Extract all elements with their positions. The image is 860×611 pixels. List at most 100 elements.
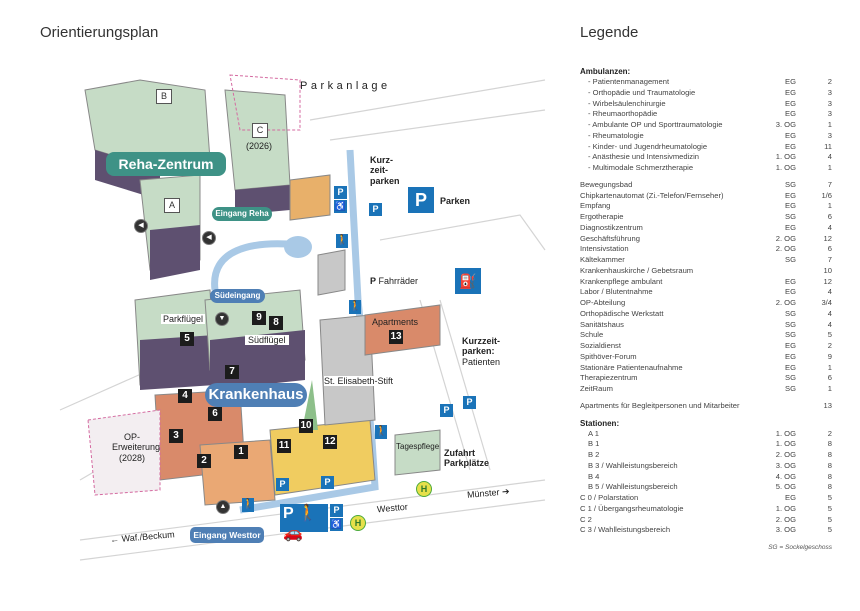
legend-number: 3/4 <box>821 298 832 307</box>
building-5-marker: 5 <box>180 332 194 346</box>
legend-floor: EG <box>785 141 796 151</box>
legend-floor: SG <box>785 212 796 221</box>
kurzzeit-line1: Kurz- <box>370 155 393 165</box>
st-elisabeth-stift-label: St. Elisabeth-Stift <box>324 376 394 387</box>
legend-number: 5 <box>827 514 832 524</box>
legend-name: Geschäftsführung <box>580 233 640 243</box>
building-4-marker: 4 <box>178 389 192 403</box>
legend-number: 2 <box>827 428 832 438</box>
drop-off-p: P 🚶🚗 <box>283 505 318 542</box>
legend-name: - Anästhesie und Intensivmedizin <box>588 152 700 162</box>
legend-note: SG = Sockelgeschoss <box>768 544 832 551</box>
eingang-reha-label: Eingang Reha <box>212 207 272 221</box>
kzp-line1: Kurzzeit- <box>462 336 500 346</box>
pedestrian-icon: 🚶 <box>375 425 388 439</box>
parking-icon: P <box>463 396 476 409</box>
legend-name: B 2 <box>588 450 600 459</box>
legend-floor: 3. OG <box>775 460 796 470</box>
legend-name: Bewegungsbad <box>580 179 633 189</box>
legend-floor: SG <box>785 319 796 329</box>
legend-floor: EG <box>785 98 796 108</box>
legend-floor: SG <box>785 179 796 189</box>
legend-title: Legende <box>580 24 639 41</box>
fahrraeder-label: P Fahrräder <box>370 276 418 286</box>
legend-number: 12 <box>823 276 832 286</box>
legend-name: Ergotherapie <box>580 212 624 221</box>
legend-number: 1 <box>827 201 832 211</box>
legend-name: B 3 / Wahlleistungsbereich <box>588 460 678 470</box>
building-6-marker: 6 <box>208 407 222 421</box>
legend-floor: EG <box>785 493 796 502</box>
legend-number: 8 <box>827 439 832 449</box>
legend-name: - Kinder- und Jugendrheumatologie <box>588 141 708 151</box>
reha-buildings <box>84 74 301 280</box>
legend-floor: SG <box>785 255 796 264</box>
legend-floor: SG <box>785 330 796 340</box>
legend-name: C 3 / Wahlleistungsbereich <box>580 525 671 535</box>
legend-floor: 4. OG <box>775 471 796 481</box>
legend-number: 4 <box>827 152 832 162</box>
bike-p: P <box>370 276 377 286</box>
legend-name: OP-Abteilung <box>580 298 626 307</box>
legend-floor: 2. OG <box>775 233 796 243</box>
eingang-westtor-label: Eingang Westtor <box>190 527 264 543</box>
legend-number: 4 <box>827 287 832 297</box>
park-label: Parkanlage <box>300 80 391 92</box>
parking-icon: P <box>321 476 334 489</box>
legend-name: Empfang <box>580 201 611 211</box>
kurzzeitparken-patienten-label: Kurzzeit-parken:Patienten <box>462 336 500 367</box>
reha-zentrum-label: Reha-Zentrum <box>106 152 226 176</box>
legend-floor: EG <box>785 109 796 119</box>
legend-floor: EG <box>785 87 796 97</box>
building-11-marker: 11 <box>277 439 291 453</box>
legend-number: 1 <box>827 120 832 129</box>
legend-floor: 2. OG <box>775 244 796 254</box>
legend-name: Krankenhauskirche / Gebetsraum <box>580 265 694 275</box>
legend-name: B 1 <box>588 439 600 449</box>
pedestrian-icon: 🚶 <box>242 498 255 512</box>
parking-icon: P <box>276 478 289 491</box>
apartments-label: Apartments <box>372 317 419 327</box>
legend-number: 3 <box>827 130 832 140</box>
legend-floor: EG <box>785 341 796 350</box>
bus-stop-icon: H <box>416 481 432 497</box>
max-15-min-label: max. 15 min. <box>286 545 322 551</box>
parking-icon: P <box>330 504 343 517</box>
legend-number: 8 <box>827 450 832 459</box>
parking-large-icon: P <box>408 187 434 213</box>
legend-name: Krankenpflege ambulant <box>580 276 663 286</box>
suedfluegel-label: Südflügel <box>245 335 289 346</box>
accessible-parking-icon: ♿ <box>334 200 347 213</box>
legend-number: 8 <box>827 460 832 470</box>
short-term-drop-off-sign: P 🚶🚗 max. 15 min. <box>280 504 328 551</box>
legend-row-apartments: Apartments für Begleitpersonen und Mitar… <box>580 401 832 412</box>
legend-number: 5 <box>827 525 832 535</box>
legend-floor: SG <box>785 308 796 318</box>
legend-number: 8 <box>827 482 832 492</box>
op-line1: OP- <box>123 432 140 442</box>
kurzzeit-line3: parken <box>370 175 400 186</box>
fahrraeder-text: Fahrräder <box>378 276 419 286</box>
legend-name: - Patientenmanagement <box>588 77 670 86</box>
legend-floor: EG <box>785 77 796 86</box>
legend-name: Therapiezentrum <box>580 373 638 383</box>
building-8-marker: 8 <box>269 316 283 330</box>
legend-floor: 1. OG <box>775 428 796 438</box>
legend-floor: 1. OG <box>775 152 796 162</box>
